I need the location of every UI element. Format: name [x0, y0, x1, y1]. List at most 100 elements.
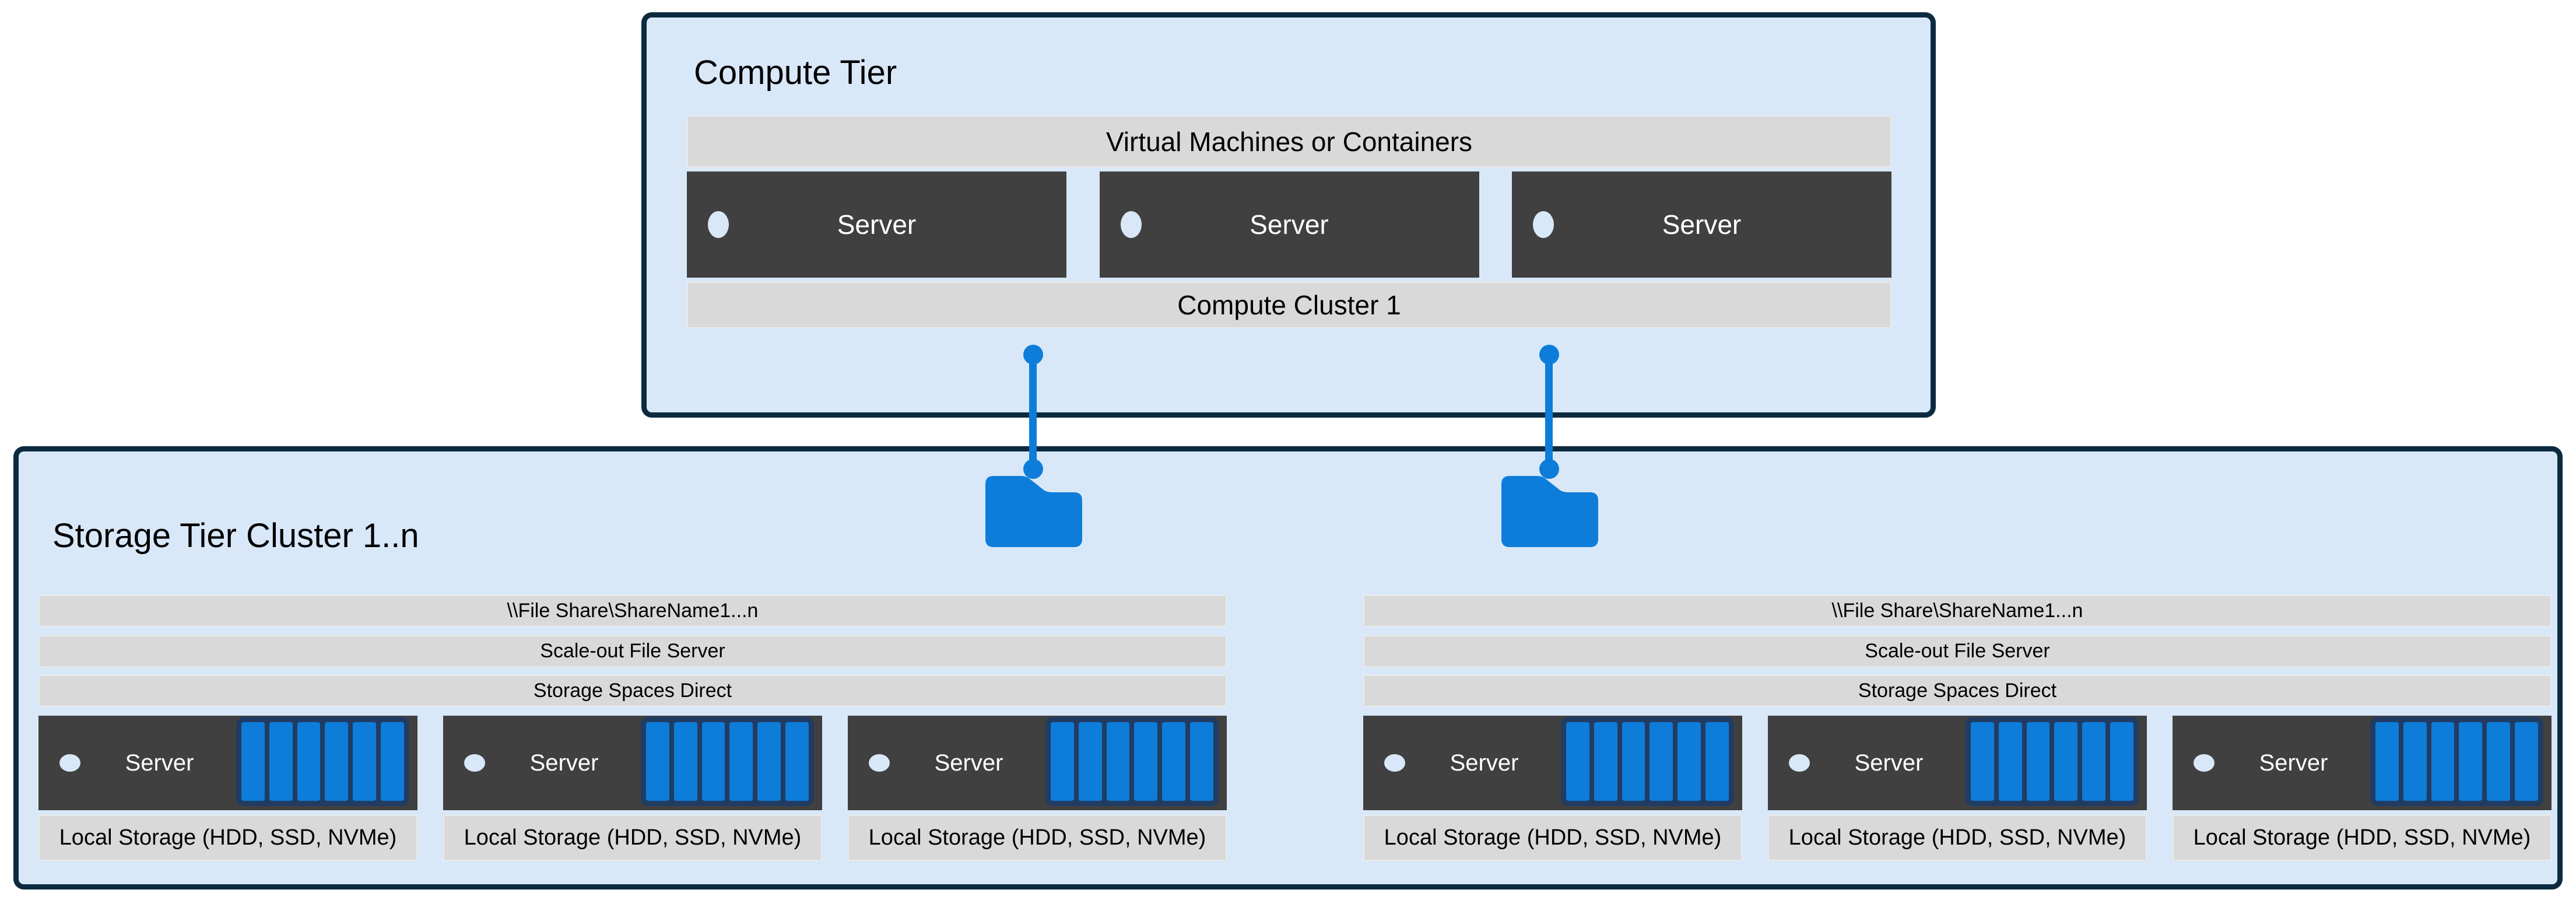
local-storage-bar: Local Storage (HDD, SSD, NVMe): [443, 815, 822, 861]
server-led-icon: [1533, 211, 1554, 238]
connector-line: [1029, 355, 1037, 469]
storage-server-4: Server: [1363, 716, 1742, 810]
local-storage-bar: Local Storage (HDD, SSD, NVMe): [1363, 815, 1742, 861]
local-storage-bar: Local Storage (HDD, SSD, NVMe): [38, 815, 417, 861]
disk-icon: [297, 722, 321, 801]
disk-icon: [757, 722, 781, 801]
disk-array-icon: [1561, 717, 1734, 806]
disk-icon: [1650, 722, 1673, 801]
storage-server-row: Server Server Server: [38, 716, 1227, 810]
server-led-icon: [2194, 754, 2214, 772]
disk-icon: [1134, 722, 1158, 801]
server-led-icon: [708, 211, 729, 238]
disk-icon: [2487, 722, 2511, 801]
compute-server-2: Server: [1099, 171, 1479, 278]
folder-icon: [985, 476, 1082, 547]
scale-out-file-server-bar: Scale-out File Server: [38, 635, 1227, 667]
storage-server-label: Server: [2259, 750, 2328, 776]
local-storage-row: Local Storage (HDD, SSD, NVMe) Local Sto…: [38, 815, 1227, 861]
storage-cluster-1: \\File Share\ShareName1...n Scale-out Fi…: [38, 595, 1227, 861]
disk-icon: [1106, 722, 1130, 801]
compute-server-label: Server: [1250, 209, 1329, 240]
storage-spaces-direct-bar: Storage Spaces Direct: [1363, 675, 2552, 707]
disk-icon: [2026, 722, 2050, 801]
disk-icon: [2459, 722, 2483, 801]
scale-out-file-server-bar: Scale-out File Server: [1363, 635, 2552, 667]
storage-tier-box: Storage Tier Cluster 1..n \\File Share\S…: [13, 446, 2563, 890]
disk-icon: [1051, 722, 1074, 801]
file-share-bar: \\File Share\ShareName1...n: [38, 595, 1227, 627]
compute-cluster-bar: Compute Cluster 1: [687, 282, 1891, 328]
storage-server-label: Server: [1854, 750, 1924, 776]
disk-icon: [2403, 722, 2427, 801]
storage-server-2: Server: [443, 716, 822, 810]
disk-array-icon: [1966, 717, 2139, 806]
disk-icon: [1998, 722, 2022, 801]
storage-server-label: Server: [529, 750, 599, 776]
disk-icon: [2515, 722, 2538, 801]
connector-dot: [1539, 459, 1559, 479]
disk-icon: [1078, 722, 1102, 801]
disk-icon: [729, 722, 753, 801]
compute-server-label: Server: [1662, 209, 1742, 240]
storage-tier-title: Storage Tier Cluster 1..n: [52, 517, 419, 555]
disk-icon: [269, 722, 293, 801]
local-storage-bar: Local Storage (HDD, SSD, NVMe): [848, 815, 1227, 861]
connector-dot: [1539, 345, 1559, 365]
storage-server-5: Server: [1768, 716, 2147, 810]
storage-server-1: Server: [38, 716, 417, 810]
storage-server-3: Server: [848, 716, 1227, 810]
compute-server-label: Server: [837, 209, 917, 240]
disk-icon: [1190, 722, 1213, 801]
compute-tier-box: Compute Tier Virtual Machines or Contain…: [641, 12, 1936, 418]
disk-icon: [241, 722, 265, 801]
disk-icon: [1622, 722, 1645, 801]
compute-server-3: Server: [1512, 171, 1891, 278]
server-led-icon: [869, 754, 890, 772]
disk-icon: [785, 722, 809, 801]
disk-icon: [1705, 722, 1729, 801]
storage-server-label: Server: [934, 750, 1003, 776]
folder-icon: [1501, 476, 1598, 547]
disk-array-icon: [2370, 717, 2543, 806]
disk-icon: [325, 722, 349, 801]
storage-server-label: Server: [1450, 750, 1519, 776]
disk-icon: [1566, 722, 1589, 801]
storage-server-label: Server: [125, 750, 194, 776]
connector-line: [1545, 355, 1553, 469]
server-led-icon: [1789, 754, 1810, 772]
server-led-icon: [59, 754, 80, 772]
disk-icon: [1971, 722, 1994, 801]
file-share-bar: \\File Share\ShareName1...n: [1363, 595, 2552, 627]
disk-icon: [2431, 722, 2455, 801]
disk-icon: [673, 722, 697, 801]
disk-array-icon: [641, 717, 814, 806]
disk-icon: [2082, 722, 2106, 801]
disk-icon: [1677, 722, 1701, 801]
storage-spaces-direct-bar: Storage Spaces Direct: [38, 675, 1227, 707]
disk-icon: [2375, 722, 2399, 801]
compute-server-1: Server: [687, 171, 1066, 278]
connector-dot: [1023, 459, 1043, 479]
disk-icon: [381, 722, 404, 801]
disk-icon: [2054, 722, 2078, 801]
server-led-icon: [1384, 754, 1405, 772]
local-storage-bar: Local Storage (HDD, SSD, NVMe): [2173, 815, 2552, 861]
disk-icon: [2110, 722, 2133, 801]
disk-icon: [1594, 722, 1617, 801]
disk-icon: [701, 722, 725, 801]
compute-server-row: Server Server Server: [687, 171, 1891, 278]
storage-server-6: Server: [2173, 716, 2552, 810]
vm-containers-bar: Virtual Machines or Containers: [687, 115, 1891, 167]
disk-icon: [1162, 722, 1186, 801]
connector-dot: [1023, 345, 1043, 365]
local-storage-bar: Local Storage (HDD, SSD, NVMe): [1768, 815, 2147, 861]
storage-cluster-2: \\File Share\ShareName1...n Scale-out Fi…: [1363, 595, 2552, 861]
local-storage-row: Local Storage (HDD, SSD, NVMe) Local Sto…: [1363, 815, 2552, 861]
compute-tier-title: Compute Tier: [694, 54, 897, 92]
disk-array-icon: [1045, 717, 1219, 806]
disk-icon: [353, 722, 377, 801]
server-led-icon: [464, 754, 485, 772]
disk-icon: [646, 722, 669, 801]
